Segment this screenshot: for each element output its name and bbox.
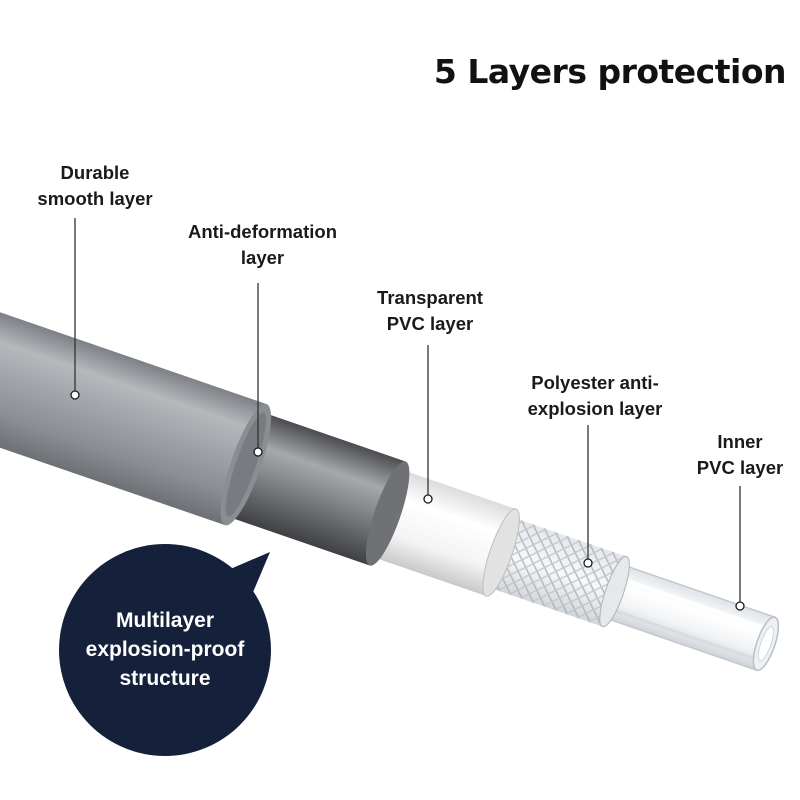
label-polyester-layer: Polyester anti- explosion layer (500, 370, 690, 422)
callout-text: Multilayer explosion-proof structure (60, 606, 270, 693)
callout-bubble (59, 544, 271, 756)
label-anti-deformation-layer: Anti-deformation layer (160, 219, 365, 271)
label-line: Durable (60, 162, 130, 183)
label-inner-pvc-layer: Inner PVC layer (680, 429, 800, 481)
label-line: PVC layer (696, 457, 784, 478)
label-line: layer (240, 247, 285, 268)
durable-smooth-layer (0, 280, 267, 526)
label-line: Anti-deformation (187, 221, 337, 242)
label-line: explosion layer (527, 398, 663, 419)
label-line: Polyester anti- (531, 372, 659, 393)
callout-line: structure (119, 667, 211, 690)
hose (0, 280, 780, 672)
leader-dots (70, 390, 745, 611)
callout-line: explosion-proof (85, 638, 245, 661)
label-line: Transparent (377, 287, 483, 308)
label-line: smooth layer (37, 188, 153, 209)
callout-line: Multilayer (115, 609, 215, 632)
page-title: 5 Layers protection (433, 52, 787, 91)
label-durable-smooth-layer: Durable smooth layer (20, 160, 170, 212)
label-line: Inner (717, 431, 763, 452)
label-transparent-pvc-layer: Transparent PVC layer (350, 285, 510, 337)
leader-lines (74, 218, 741, 604)
label-line: PVC layer (386, 313, 474, 334)
